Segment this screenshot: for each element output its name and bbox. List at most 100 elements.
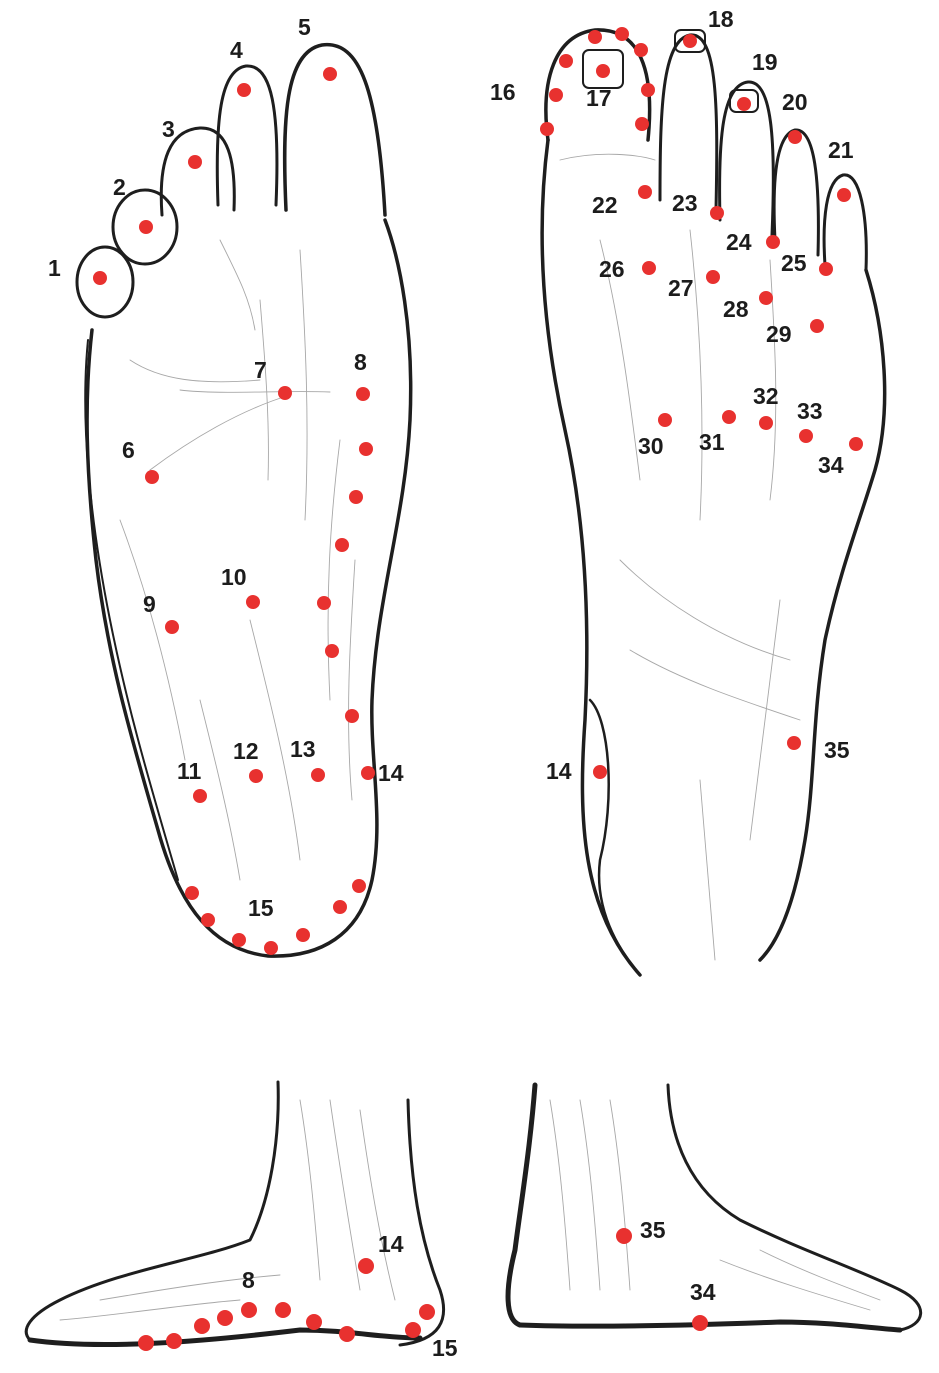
point-23 <box>710 206 724 220</box>
label-14-side: 14 <box>378 1231 404 1257</box>
point-16 <box>635 117 649 131</box>
point-30 <box>658 413 672 427</box>
point-16 <box>588 30 602 44</box>
label-32: 32 <box>753 383 779 409</box>
point-15 <box>201 913 215 927</box>
point-32 <box>759 416 773 430</box>
point-15 <box>419 1304 435 1320</box>
point-28 <box>759 291 773 305</box>
label-8: 8 <box>354 349 367 375</box>
label-7: 7 <box>254 357 267 383</box>
point-13 <box>311 768 325 782</box>
point-15 <box>296 928 310 942</box>
point-14 <box>358 1258 374 1274</box>
point-8-line <box>317 596 331 610</box>
medial-shading <box>60 1100 395 1320</box>
point-8-line <box>349 490 363 504</box>
point-8-line <box>325 644 339 658</box>
point-20 <box>788 130 802 144</box>
point-22 <box>638 185 652 199</box>
point-21 <box>837 188 851 202</box>
label-15: 15 <box>248 895 274 921</box>
point-2 <box>139 220 153 234</box>
label-25: 25 <box>781 250 807 276</box>
point-15 <box>232 933 246 947</box>
point-15 <box>333 900 347 914</box>
dorsal-outline <box>542 140 884 975</box>
reflex-points <box>93 27 863 1351</box>
dorsal-view-drawing <box>542 30 884 975</box>
point-8-line <box>217 1310 233 1326</box>
point-8-line <box>335 538 349 552</box>
dorsal-toe-2 <box>660 35 717 210</box>
point-18 <box>683 34 697 48</box>
dorsal-heel-edge <box>590 700 640 975</box>
point-25 <box>819 262 833 276</box>
label-34: 34 <box>818 452 844 478</box>
point-8-line <box>275 1302 291 1318</box>
medial-sole-line <box>30 1330 420 1345</box>
label-5: 5 <box>298 14 311 40</box>
label-27: 27 <box>668 275 694 301</box>
point-35 <box>787 736 801 750</box>
label-19: 19 <box>752 49 778 75</box>
point-8 <box>356 387 370 401</box>
sole-outline-inner <box>85 340 178 880</box>
label-9: 9 <box>143 591 156 617</box>
label-13: 13 <box>290 736 316 762</box>
label-20: 20 <box>782 89 808 115</box>
label-18: 18 <box>708 6 734 32</box>
point-8-line <box>194 1318 210 1334</box>
lateral-heel-line <box>508 1085 535 1325</box>
sole-shading <box>120 240 355 880</box>
point-16 <box>559 54 573 68</box>
point-8-line <box>138 1335 154 1351</box>
point-16 <box>540 122 554 136</box>
label-4: 4 <box>230 37 243 63</box>
label-11: 11 <box>177 758 202 784</box>
point-16 <box>641 83 655 97</box>
label-22: 22 <box>592 192 618 218</box>
point-29 <box>810 319 824 333</box>
label-15-side: 15 <box>432 1335 458 1361</box>
label-14-dorsal: 14 <box>546 758 572 784</box>
point-35 <box>616 1228 632 1244</box>
medial-top-line <box>26 1082 278 1340</box>
point-14 <box>593 765 607 779</box>
label-8-side: 8 <box>242 1267 255 1293</box>
label-1: 1 <box>48 255 61 281</box>
point-8-line <box>345 709 359 723</box>
point-15 <box>352 879 366 893</box>
sole-outline <box>87 220 411 956</box>
point-19 <box>737 97 751 111</box>
lateral-sole-line <box>520 1322 900 1330</box>
medial-side-view-drawing <box>26 1082 443 1345</box>
label-28: 28 <box>723 296 749 322</box>
point-15 <box>405 1322 421 1338</box>
label-24: 24 <box>726 229 752 255</box>
point-1 <box>93 271 107 285</box>
point-8 <box>241 1302 257 1318</box>
point-12 <box>249 769 263 783</box>
point-16 <box>615 27 629 41</box>
point-8-line <box>166 1333 182 1349</box>
point-17 <box>596 64 610 78</box>
point-34 <box>849 437 863 451</box>
label-12: 12 <box>233 738 259 764</box>
point-26 <box>642 261 656 275</box>
label-21: 21 <box>828 137 854 163</box>
label-35: 35 <box>824 737 850 763</box>
label-23: 23 <box>672 190 698 216</box>
point-16 <box>549 88 563 102</box>
label-17: 17 <box>586 85 612 111</box>
label-3: 3 <box>162 116 175 142</box>
label-10: 10 <box>221 564 247 590</box>
label-33: 33 <box>797 398 823 424</box>
point-3 <box>188 155 202 169</box>
label-14: 14 <box>378 760 404 786</box>
point-6 <box>145 470 159 484</box>
label-16: 16 <box>490 79 516 105</box>
label-34-side: 34 <box>690 1279 716 1305</box>
point-27 <box>706 270 720 284</box>
